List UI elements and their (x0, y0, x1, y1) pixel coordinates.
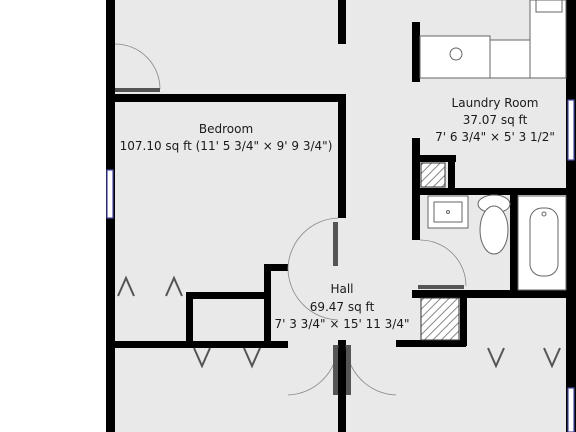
bedroom-name: Bedroom (199, 122, 253, 136)
closet-door-icon (165, 275, 183, 297)
hall-area: 69.47 sq ft (310, 300, 375, 314)
bathroom-fixtures (427, 194, 567, 291)
door-swing-icon (114, 43, 161, 90)
closet-door-icon (487, 347, 505, 369)
window-icon (567, 99, 575, 161)
laundry-fixtures (419, 0, 567, 79)
closet-door-icon (193, 347, 211, 369)
closet-door-icon (243, 347, 261, 369)
door-swing-icon (287, 217, 339, 321)
laundry-dims: 7' 6 3/4" × 5' 3 1/2" (435, 130, 555, 144)
hatched-column-icon (420, 162, 446, 188)
laundry-area: 37.07 sq ft (463, 113, 528, 127)
windows (106, 99, 575, 432)
closet-doors (117, 275, 561, 369)
bathtub-icon (517, 195, 567, 291)
closet-door-icon (543, 347, 561, 369)
hatched-columns (420, 162, 460, 341)
room-labels: Bedroom 107.10 sq ft (11' 5 3/4" × 9' 9 … (120, 96, 555, 331)
hall-dims: 7' 3 3/4" × 15' 11 3/4" (274, 317, 409, 331)
window-icon (567, 387, 575, 432)
bedroom-area: 107.10 sq ft (11' 5 3/4" × 9' 9 3/4") (120, 139, 333, 153)
hatched-column-icon (420, 297, 460, 341)
door-swing-icon (419, 239, 467, 287)
sink-icon (427, 195, 469, 229)
toilet-icon (477, 194, 511, 255)
doors (114, 43, 467, 396)
window-icon (106, 169, 114, 219)
hall-name: Hall (330, 282, 353, 296)
laundry-name: Laundry Room (452, 96, 539, 110)
closet-door-icon (117, 275, 135, 297)
